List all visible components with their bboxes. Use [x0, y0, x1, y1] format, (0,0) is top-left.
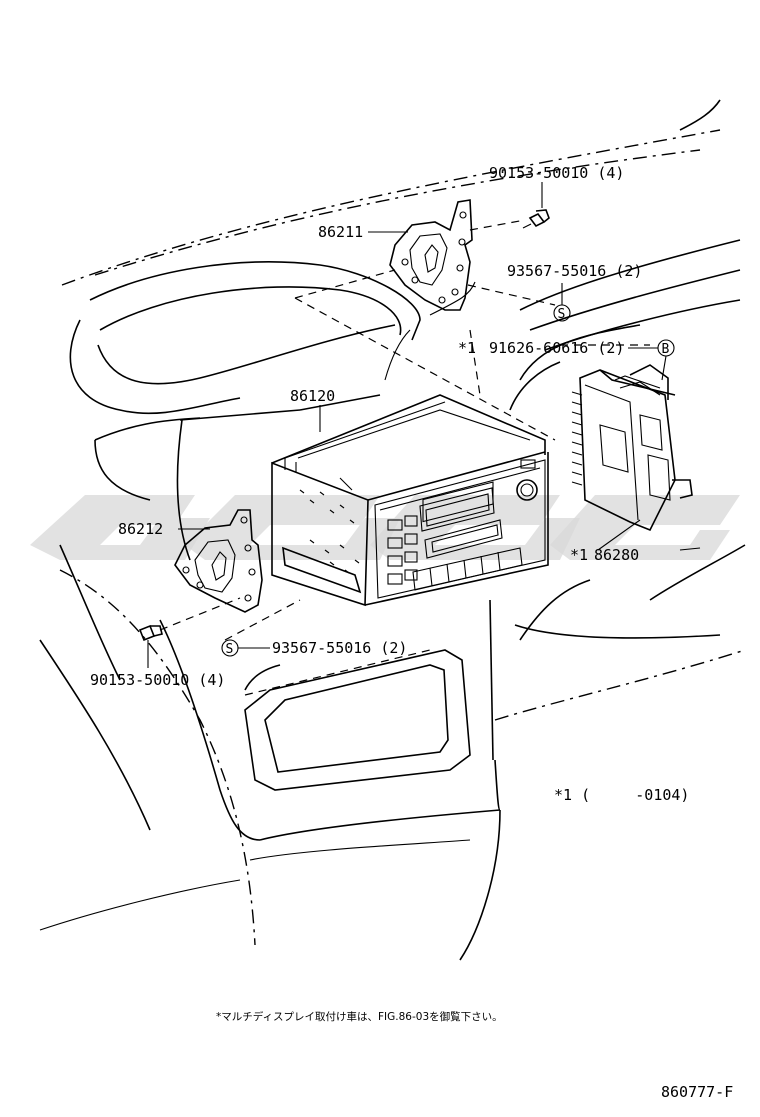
upper-bracket-86211	[389, 199, 473, 311]
japanese-reference-note: *マルチディスプレイ取付け車は、FIG.86-03を御覧下さい。	[216, 1010, 503, 1023]
callout-93567-bottom: 93567-55016 (2)	[272, 639, 407, 657]
callout-star-nut: *1	[458, 339, 476, 357]
callout-86120: 86120	[290, 387, 335, 405]
watermark-logo	[30, 495, 740, 560]
svg-text:S: S	[558, 307, 566, 322]
amplifier-86280	[571, 364, 693, 532]
lower-bracket-86212	[174, 509, 263, 613]
callout-90153-bottom: 90153-50010 (4)	[90, 671, 225, 689]
bolt-icon	[138, 624, 163, 668]
svg-text:B: B	[662, 342, 670, 357]
callout-91626: 91626-60616 (2)	[489, 339, 624, 357]
dashboard-outline	[39, 99, 746, 961]
nut-symbol: B	[657, 339, 675, 357]
callout-86280: 86280	[594, 546, 639, 564]
callout-star-amp: *1	[570, 546, 588, 564]
callout-90153-top: 90153-50010 (4)	[489, 164, 624, 182]
callout-93567-top: 93567-55016 (2)	[507, 262, 642, 280]
callout-labels: 90153-50010 (4) 86211 93567-55016 (2) *1…	[90, 164, 642, 689]
washer-symbol-bottom: S	[221, 639, 239, 657]
figure-number: 860777-F	[661, 1083, 733, 1101]
leader-lines	[178, 182, 701, 649]
alignment-lines	[159, 219, 650, 641]
radio-receiver-86120	[271, 394, 549, 607]
applicability-note: *1 ( -0104)	[554, 786, 689, 804]
callout-86212: 86212	[118, 520, 163, 538]
bolt-icon	[522, 209, 550, 229]
callout-86211: 86211	[318, 223, 363, 241]
washer-symbol-top: S	[553, 304, 571, 322]
svg-text:S: S	[226, 642, 234, 657]
